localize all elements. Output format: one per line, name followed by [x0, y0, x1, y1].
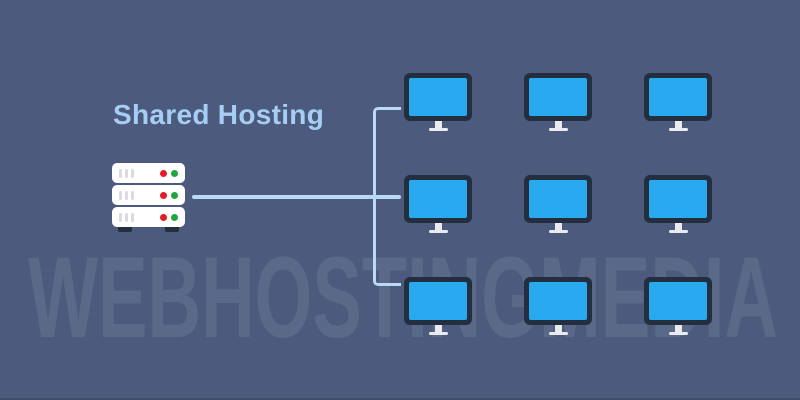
server-led-indicators: [160, 191, 178, 199]
monitor-stand-neck: [674, 325, 682, 333]
monitor-screen: [649, 78, 707, 116]
monitor-screen: [649, 282, 707, 320]
monitor-frame: [524, 73, 592, 121]
server-units: [112, 163, 185, 227]
vent-slot: [131, 190, 134, 200]
client-monitors-grid: [404, 73, 712, 336]
monitor-screen: [409, 78, 467, 116]
client-monitor-icon: [404, 73, 472, 132]
server-vent-slots: [119, 190, 134, 200]
server-stack-icon: [112, 163, 185, 233]
monitor-stand-base: [548, 127, 568, 131]
monitor-stand-base: [428, 331, 448, 335]
led-green-indicator: [171, 169, 178, 177]
monitor-stand-neck: [674, 223, 682, 231]
client-monitor-icon: [644, 175, 712, 234]
client-monitor-icon: [524, 73, 592, 132]
monitor-screen: [409, 282, 467, 320]
monitor-stand-neck: [554, 223, 562, 231]
vent-slot: [125, 190, 128, 200]
monitor-stand-base: [668, 331, 688, 335]
led-red-indicator: [160, 191, 167, 199]
monitor-stand-neck: [674, 121, 682, 129]
vent-slot: [131, 212, 134, 222]
connector-line-server: [192, 195, 401, 199]
server-unit-icon: [112, 185, 185, 205]
server-unit-icon: [112, 207, 185, 227]
monitor-screen: [529, 282, 587, 320]
led-red-indicator: [160, 169, 167, 177]
monitor-stand-base: [428, 229, 448, 233]
client-monitor-icon: [524, 277, 592, 336]
connector-bracket: [373, 107, 401, 286]
server-foot-icon: [165, 227, 179, 232]
monitor-screen: [529, 180, 587, 218]
monitor-stand-neck: [434, 223, 442, 231]
server-vent-slots: [119, 168, 134, 178]
monitor-frame: [644, 175, 712, 223]
server-feet: [112, 227, 185, 232]
monitor-stand-base: [548, 229, 568, 233]
led-red-indicator: [160, 213, 167, 221]
monitor-stand-base: [668, 127, 688, 131]
monitor-frame: [404, 277, 472, 325]
vent-slot: [119, 190, 122, 200]
vent-slot: [131, 168, 134, 178]
led-green-indicator: [171, 191, 178, 199]
client-monitor-icon: [644, 277, 712, 336]
client-monitor-icon: [404, 175, 472, 234]
monitor-screen: [649, 180, 707, 218]
monitor-frame: [404, 73, 472, 121]
monitor-frame: [404, 175, 472, 223]
monitor-stand-base: [428, 127, 448, 131]
vent-slot: [125, 168, 128, 178]
bottom-edge-strip: [0, 398, 800, 400]
monitor-frame: [644, 73, 712, 121]
led-green-indicator: [171, 213, 178, 221]
vent-slot: [119, 212, 122, 222]
server-unit-icon: [112, 163, 185, 183]
monitor-stand-neck: [434, 325, 442, 333]
monitor-stand-base: [548, 331, 568, 335]
vent-slot: [125, 212, 128, 222]
monitor-stand-neck: [434, 121, 442, 129]
client-monitor-icon: [644, 73, 712, 132]
monitor-frame: [524, 277, 592, 325]
server-vent-slots: [119, 212, 134, 222]
monitor-screen: [409, 180, 467, 218]
monitor-screen: [529, 78, 587, 116]
server-led-indicators: [160, 213, 178, 221]
monitor-stand-base: [668, 229, 688, 233]
client-monitor-icon: [404, 277, 472, 336]
client-monitor-icon: [524, 175, 592, 234]
diagram-title: Shared Hosting: [113, 99, 325, 130]
monitor-stand-neck: [554, 121, 562, 129]
monitor-frame: [524, 175, 592, 223]
vent-slot: [119, 168, 122, 178]
monitor-stand-neck: [554, 325, 562, 333]
server-foot-icon: [118, 227, 132, 232]
server-led-indicators: [160, 169, 178, 177]
monitor-frame: [644, 277, 712, 325]
